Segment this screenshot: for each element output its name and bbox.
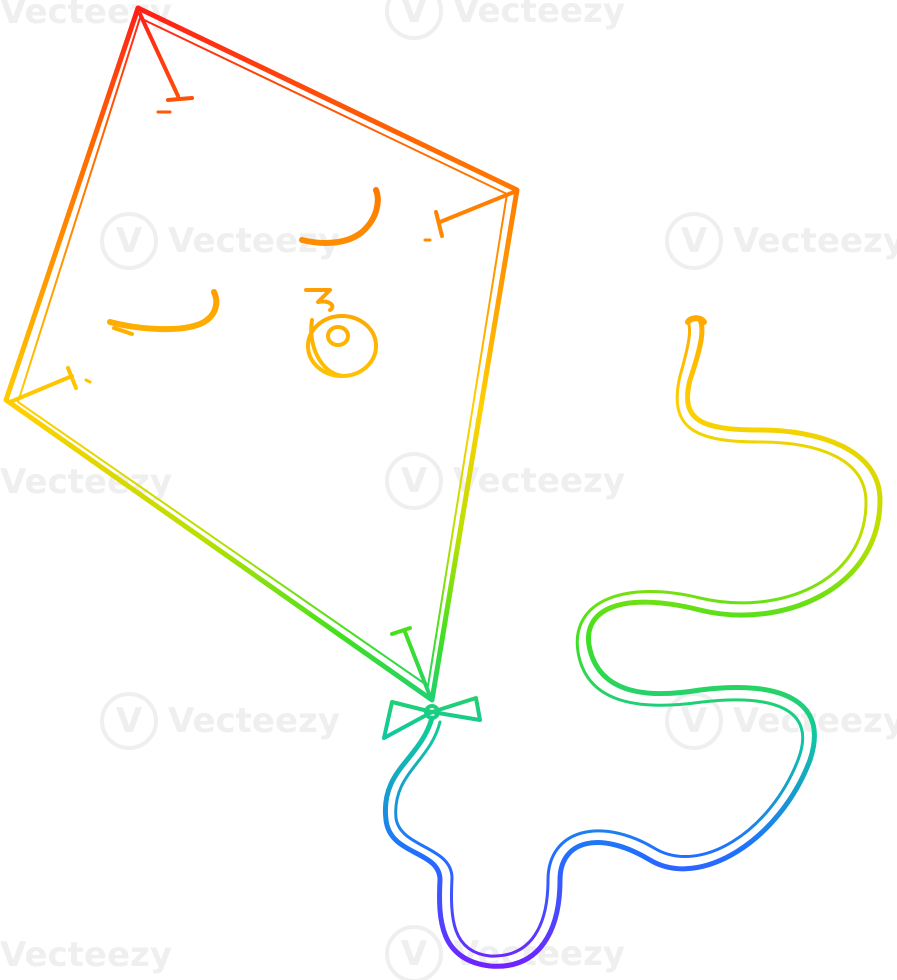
kite-outline xyxy=(3,5,520,703)
kite-frame xyxy=(3,5,520,703)
tail-string-inner xyxy=(394,320,868,958)
kite-notch-left xyxy=(8,374,74,404)
tail-string xyxy=(382,317,883,969)
kite-notch-right xyxy=(438,190,516,224)
bow-left-loop xyxy=(382,700,434,740)
kite-face xyxy=(107,187,381,378)
bow-right-loop xyxy=(430,696,482,722)
kite-notch-top xyxy=(138,12,180,98)
right-eye xyxy=(299,187,381,246)
kite-tail xyxy=(382,315,883,969)
left-eye xyxy=(107,289,220,333)
kite-bow xyxy=(382,696,482,740)
kite-notch-bottom xyxy=(403,630,432,698)
mouth-squiggle xyxy=(304,288,335,312)
kite-outline-inner xyxy=(17,17,508,687)
